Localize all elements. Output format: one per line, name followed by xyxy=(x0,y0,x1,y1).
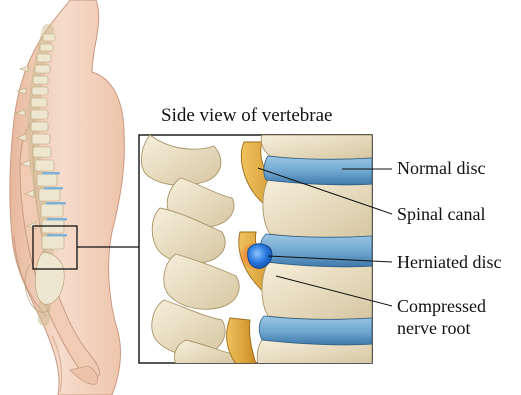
label-herniated-disc: Herniated disc xyxy=(397,252,501,272)
body-silhouette xyxy=(10,0,125,395)
label-compressed-line2: nerve root xyxy=(397,318,470,338)
label-compressed-line1: Compressed xyxy=(397,296,486,316)
label-normal-disc: Normal disc xyxy=(397,158,485,178)
label-spinal-canal: Spinal canal xyxy=(397,204,485,224)
figure-title: Side view of vertebrae xyxy=(161,105,332,126)
